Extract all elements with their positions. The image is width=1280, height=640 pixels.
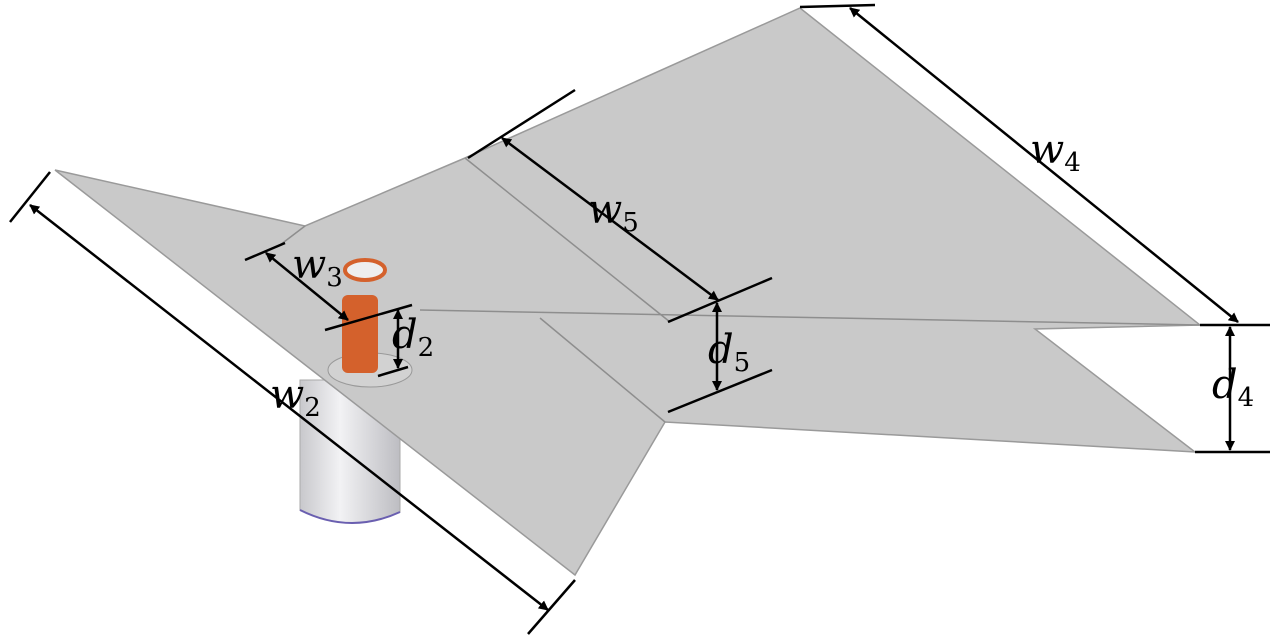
label-d2-main: d bbox=[392, 312, 418, 358]
dimension-lines bbox=[9, 3, 1270, 635]
label-d4-sub: 4 bbox=[1237, 383, 1255, 413]
label-w4-sub: 4 bbox=[1064, 148, 1081, 178]
label-d5: d5 bbox=[708, 330, 750, 376]
label-w5: w5 bbox=[588, 190, 639, 236]
probe-top bbox=[343, 258, 387, 282]
label-w2-main: w bbox=[270, 372, 305, 418]
label-d5-main: d bbox=[708, 327, 734, 373]
label-d5-sub: 5 bbox=[733, 348, 751, 378]
label-w2: w2 bbox=[270, 375, 321, 421]
label-d2-sub: 2 bbox=[417, 333, 435, 363]
feed-probe bbox=[342, 295, 378, 373]
label-w3-main: w bbox=[292, 242, 327, 288]
label-d4-main: d bbox=[1212, 362, 1238, 408]
label-w3: w3 bbox=[292, 245, 343, 291]
antenna-plate bbox=[54, 7, 1203, 577]
label-d2: d2 bbox=[392, 315, 434, 361]
label-d4: d4 bbox=[1212, 365, 1254, 411]
label-w3-sub: 3 bbox=[326, 263, 343, 293]
label-w4: w4 bbox=[1030, 130, 1081, 176]
label-w2-sub: 2 bbox=[304, 393, 321, 423]
label-w5-main: w bbox=[588, 187, 623, 233]
label-w5-sub: 5 bbox=[622, 208, 639, 238]
label-w4-main: w bbox=[1030, 127, 1065, 173]
